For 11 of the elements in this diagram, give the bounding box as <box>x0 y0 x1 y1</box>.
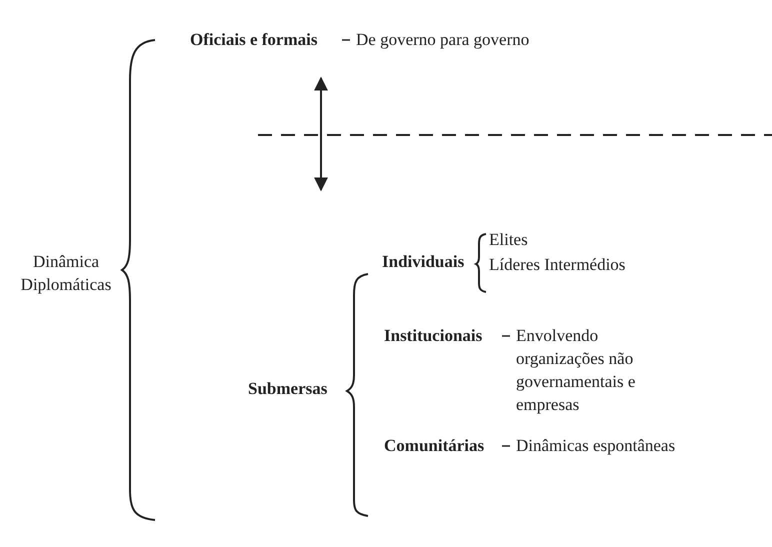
category-heading: Institucionais <box>384 325 482 347</box>
item-text: Líderes Intermédios <box>489 253 689 276</box>
category-heading: Comunitárias <box>384 435 484 457</box>
root-label: Dinâmica Diplomáticas <box>10 250 122 296</box>
category-description: Envolvendo organizações não governamentais e empresas <box>516 325 636 416</box>
item-text: Elites <box>489 228 609 251</box>
category-description: Dinâmicas espontâneas <box>516 435 676 457</box>
category-heading: Submersas <box>248 377 348 400</box>
category-heading: Individuais <box>382 250 472 273</box>
category-heading: Oficiais e formais <box>190 29 318 51</box>
category-description: De governo para governo <box>356 29 530 51</box>
